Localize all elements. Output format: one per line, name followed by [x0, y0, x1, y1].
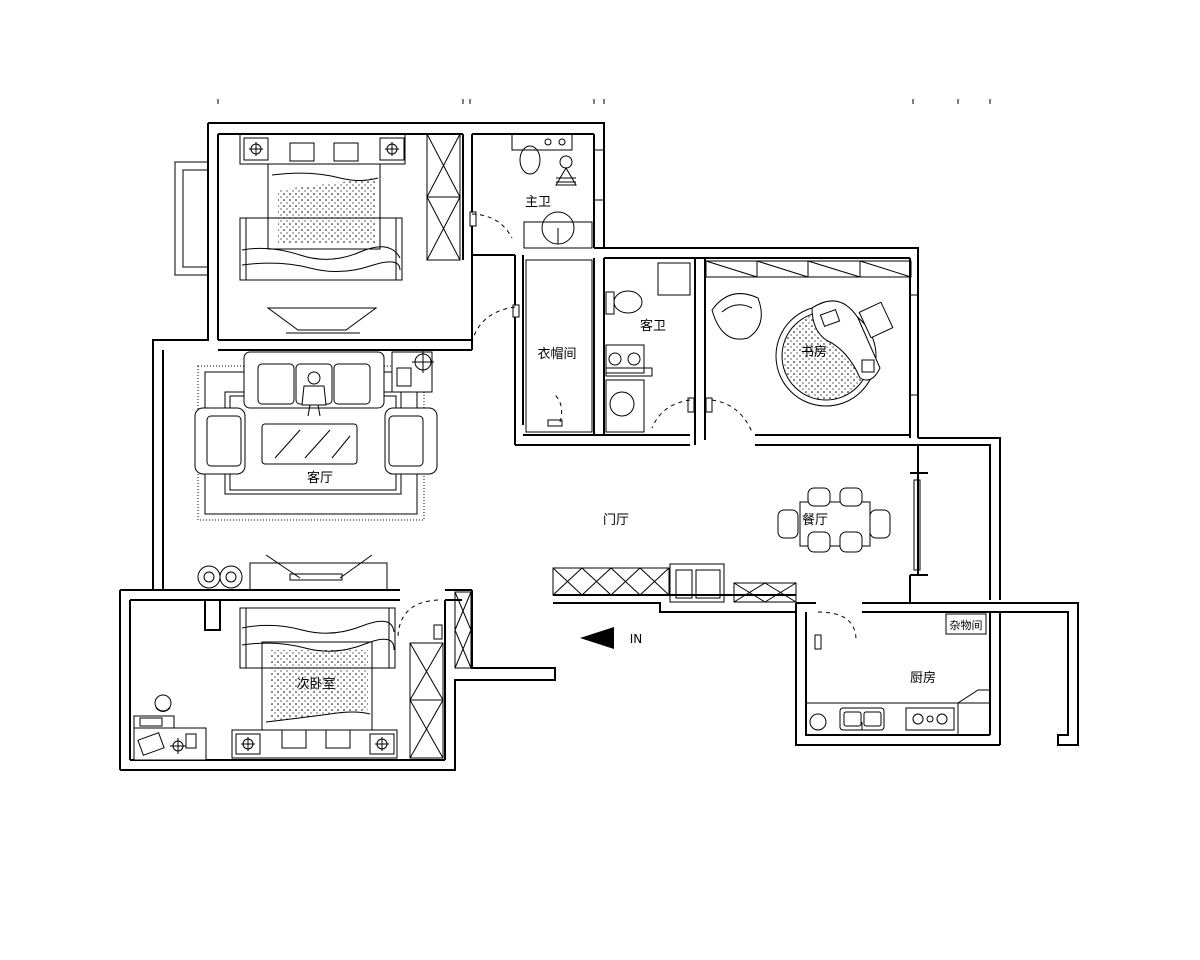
second-bed	[231, 607, 398, 759]
second-bedroom-door[interactable]	[397, 599, 443, 640]
master-bed	[239, 133, 406, 281]
master-bath-fixtures	[511, 133, 605, 249]
second-wardrobe	[409, 591, 472, 759]
cloakroom-fixtures	[471, 259, 593, 433]
utility-label: 杂物间	[950, 618, 983, 632]
study-bookshelf	[705, 260, 912, 278]
kitchen-label: 厨房	[910, 670, 936, 686]
living-room-sofa	[194, 351, 438, 475]
living-tv-cabinet	[197, 554, 388, 591]
guest-bath-door[interactable]	[651, 397, 695, 429]
master-tv	[266, 307, 378, 334]
master-bath-door[interactable]	[469, 211, 513, 239]
second-bedroom-desk	[133, 694, 207, 761]
second-bedroom-label: 次卧室	[296, 676, 335, 692]
guest-bath-label: 客卫	[640, 318, 666, 334]
dining-table	[777, 487, 891, 553]
guest-bath-fixtures	[605, 262, 691, 433]
study-door[interactable]	[705, 397, 753, 433]
dining-window	[913, 479, 921, 571]
dining-room-label: 餐厅	[802, 512, 828, 528]
entrance-arrow: IN	[580, 627, 642, 649]
kitchen-counter	[806, 689, 990, 735]
dimension-ticks	[217, 99, 991, 104]
master-bath-label: 主卫	[525, 195, 551, 210]
hall-cabinet	[552, 563, 797, 603]
study-furniture	[711, 293, 919, 407]
cloakroom-label: 衣帽间	[537, 346, 576, 362]
utility-room	[945, 613, 987, 635]
hall-label: 门厅	[603, 513, 629, 528]
master-wardrobe	[426, 133, 461, 261]
entrance-label: IN	[630, 632, 643, 646]
kitchen-door[interactable]	[814, 611, 857, 650]
living-room-label: 客厅	[307, 470, 333, 486]
study-label: 书房	[801, 344, 827, 360]
